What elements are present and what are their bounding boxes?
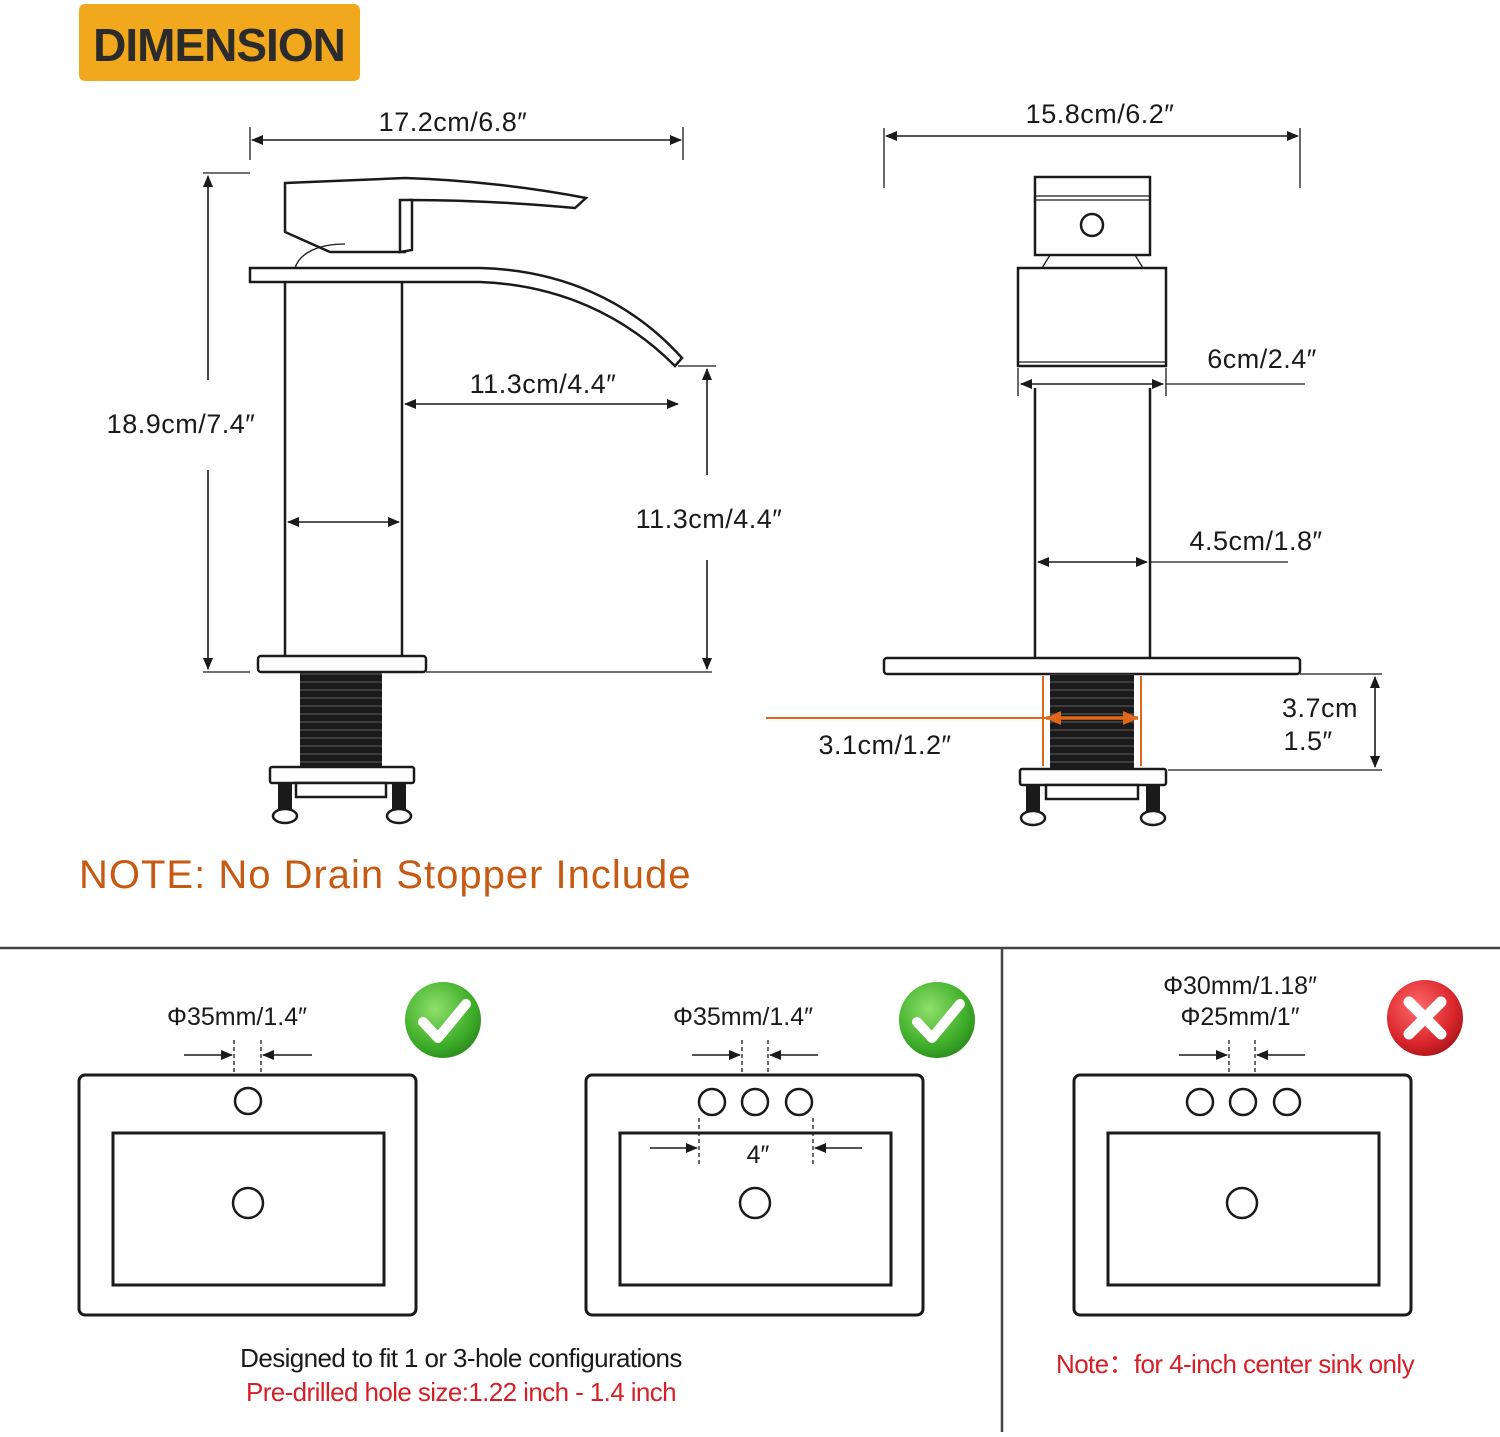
faucet-front-view: 15.8cm/6.2″ 6cm/2.4″ 4.5cm/1.8″ 3.1cm/1.… <box>766 99 1382 827</box>
fit-caption: Designed to fit 1 or 3-hole configuratio… <box>240 1343 682 1373</box>
column-width-label: 4.5cm/1.8″ <box>1189 526 1322 556</box>
faucet-side-view: 17.2cm/6.8″ 18.9cm/7.4″ 11.3cm/4.4″ <box>107 107 783 825</box>
body-width-label: 6cm/2.4″ <box>1207 344 1317 374</box>
sink-four-inch-center: Φ30mm/1.18″ Φ25mm/1″ <box>1072 972 1463 1317</box>
hole-spacing-label: 4″ <box>747 1141 770 1169</box>
badge-text: DIMENSION <box>93 19 345 71</box>
sink-three-hole: Φ35mm/1.4″ 4″ <box>584 982 975 1317</box>
shank-height-cm-label: 3.7cm <box>1282 693 1358 723</box>
four-inch-diameter-label-2: Φ25mm/1″ <box>1180 1003 1299 1031</box>
side-width-label: 17.2cm/6.8″ <box>379 107 528 137</box>
dimension-badge: DIMENSION <box>79 4 360 81</box>
check-icon <box>899 982 975 1058</box>
front-width-label: 15.8cm/6.2″ <box>1026 99 1175 129</box>
side-height-label: 18.9cm/7.4″ <box>107 409 256 439</box>
spout-height-label: 11.3cm/4.4″ <box>636 504 783 534</box>
spout-reach-label: 11.3cm/4.4″ <box>470 369 617 399</box>
center-sink-note: Note：for 4-inch center sink only <box>1056 1349 1415 1379</box>
drain-stopper-note: NOTE: No Drain Stopper Include <box>79 853 691 897</box>
sink-one-hole: Φ35mm/1.4″ <box>77 982 481 1317</box>
four-inch-diameter-label-1: Φ30mm/1.18″ <box>1163 972 1317 1000</box>
x-icon <box>1387 980 1463 1056</box>
three-hole-diameter-label: Φ35mm/1.4″ <box>673 1003 813 1031</box>
check-icon <box>405 982 481 1058</box>
shank-height-in-label: 1.5″ <box>1283 726 1332 756</box>
shank-width-label: 3.1cm/1.2″ <box>818 730 951 760</box>
hole-size-caption: Pre-drilled hole size:1.22 inch - 1.4 in… <box>246 1377 676 1407</box>
one-hole-diameter-label: Φ35mm/1.4″ <box>167 1003 307 1031</box>
